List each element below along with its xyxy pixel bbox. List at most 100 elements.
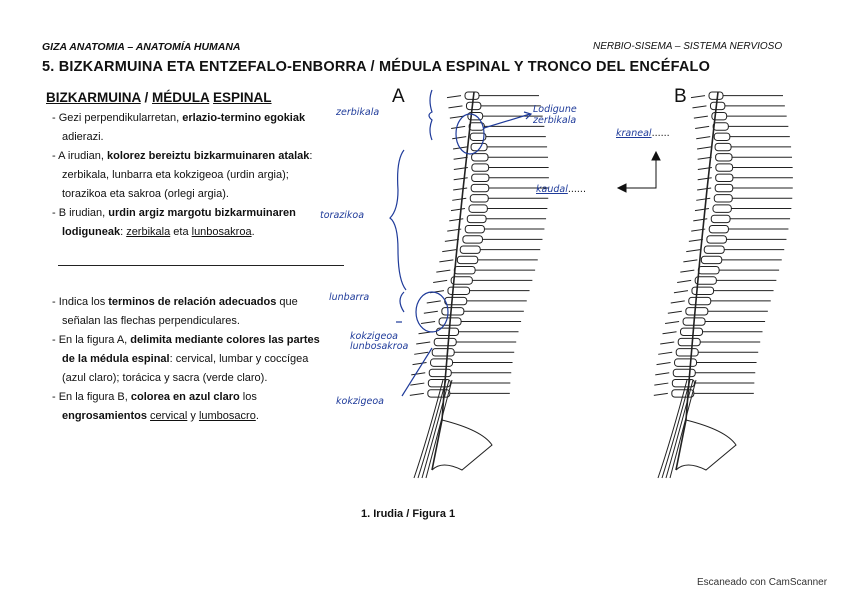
sacrum [675,419,737,471]
vertebra [703,245,725,254]
instruction-2-cont1: zerbikala, lunbarra eta kokzigeoa (urdin… [62,169,289,181]
label-kokzigeoa-short: kokzigeoa [350,331,398,342]
figure-a-label: A [392,86,405,107]
instruction-6-cont: engrosamientos cervical y lumbosacro. [62,410,259,422]
vertebra [464,224,485,234]
label-lodigune-lunbosakroa: kokzigeoa lunbosakroa [350,332,408,352]
cauda-equina-strand [665,379,694,479]
label-kraneal: kraneal...... [616,128,670,139]
rib-line [695,125,710,129]
vertebra [471,153,489,162]
rib-line [665,320,680,325]
instruction-2: - A irudian, kolorez bereiztu bizkarmuin… [52,150,313,162]
rib-line [436,269,451,273]
rib-line [694,208,710,212]
vertebra [691,286,715,295]
vertebra [680,327,704,337]
rib-line [667,310,682,314]
rib-line [673,290,689,294]
label-lodigune-zerbikala: Lodigune zerbikala [533,104,577,126]
rib-line [658,351,673,355]
divider [58,265,344,266]
label-lunbosakroa: lunbosakroa [350,341,409,352]
label-zerbikala: zerbikala [336,107,380,118]
vertebra [467,112,484,121]
vertebra [453,266,476,275]
footer-watermark: Escaneado con CamScanner [697,577,828,588]
rib-line [444,238,459,242]
rib-line [433,279,448,283]
sacrum [431,419,493,471]
vertebra [430,358,454,367]
rib-line [693,115,708,119]
circle-lumbar [415,291,449,333]
rib-line [662,331,677,335]
arrowhead-lodigune [523,111,533,120]
rib-line [423,310,438,314]
vertebra [715,163,734,172]
vertebra [709,101,726,111]
cauda-equina-strand [413,379,444,479]
vertebra [713,194,733,203]
rib-line [655,372,670,376]
rib-line [411,372,426,376]
rib-line [448,105,463,109]
cauda-equina-strand [421,379,450,479]
rib-line [453,177,468,181]
rib-line [677,279,692,283]
vertebra [469,194,489,203]
vertebra [471,163,490,172]
rib-line [660,341,675,345]
rib-line [442,249,457,253]
annotation-strokes [389,89,533,397]
cauda-equina-strand [417,379,447,479]
vertebra [444,296,468,306]
vertebra [708,91,724,100]
vertebra [710,214,731,224]
vertebra [714,142,732,152]
vertebra [464,91,480,100]
rib-line [697,187,712,191]
instruction-3: - B irudian, urdin argiz margotu bizkarm… [52,207,296,219]
section-part3: ESPINAL [213,90,272,105]
label-lodigune-zerbikala-2: zerbikala [533,115,577,126]
rib-line [449,218,464,222]
spinal-cord [431,91,475,471]
rib-line [680,269,695,273]
rib-line [449,115,464,119]
brace-cervical [428,89,433,141]
rib-line [654,382,669,386]
rib-line [412,362,427,366]
label-lunbarra: lunbarra [329,292,370,303]
cauda-equina-strand [661,379,691,479]
section-sep: / [140,90,153,105]
vertebra [700,255,723,265]
rib-line [697,156,712,160]
instruction-4: - Indica los terminos de relación adecua… [52,296,298,308]
instruction-2-cont2: torazikoa eta sakroa (orlegi argia). [62,188,229,200]
vertebra [468,204,488,213]
vertebra [433,337,457,347]
vertebra [466,214,487,224]
cauda-equina-strand [425,379,453,479]
instruction-3-cont: lodiguneak: zerbikala eta lunbosakroa. [62,226,255,238]
vertebra [447,286,471,295]
rib-line [686,249,701,253]
figure-caption: 1. Irudia / Figura 1 [361,508,456,520]
cauda-equina-strand [669,379,697,479]
spinal-cord [675,91,719,471]
rib-line [696,146,712,150]
rib-line [453,187,468,191]
rib-line [421,320,436,325]
rib-line [452,197,467,201]
rib-line [696,136,711,140]
vertebra [688,296,712,306]
vertebra [677,337,701,347]
rib-line [653,392,668,396]
spine-figure-b [653,91,793,479]
instruction-5-cont2: (azul claro); torácica y sacra (verde cl… [62,372,268,384]
vertebra [441,307,465,316]
header-left: GIZA ANATOMIA – ANATOMÍA HUMANA [42,41,241,53]
rib-line [453,156,468,160]
